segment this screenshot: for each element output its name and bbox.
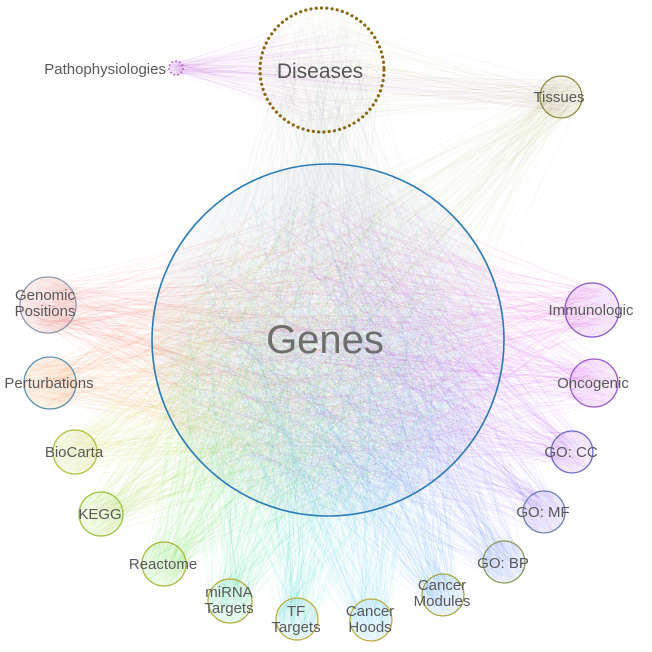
edges-tissues-genes (178, 78, 581, 492)
node-cancer_hoods[interactable] (349, 598, 393, 642)
node-diseases-fill (260, 8, 384, 132)
edges-genomic_positions-genes (21, 194, 481, 497)
edges-kegg-genes (81, 180, 481, 535)
edges-reactome-genes (142, 197, 485, 586)
node-mirna_targets[interactable] (207, 578, 253, 624)
node-go_mf-fill (523, 491, 565, 533)
node-pathophysiologies-fill (169, 61, 183, 75)
node-go_cc[interactable] (550, 430, 594, 474)
node-immunologic-label: Immunologic (548, 302, 634, 319)
edges-go_mf-genes (177, 193, 563, 532)
node-immunologic-fill (565, 283, 619, 337)
node-kegg-label: KEGG (78, 506, 121, 523)
node-diseases[interactable] (258, 6, 386, 134)
edges-go_bp-genes (171, 181, 525, 582)
node-oncogenic-label: Oncogenic (557, 375, 629, 392)
edges-tf_targets-genes (176, 185, 485, 639)
node-pathophysiologies[interactable] (168, 60, 184, 76)
node-go_mf[interactable] (522, 490, 566, 534)
node-go_mf-label: GO: MF (516, 504, 569, 521)
node-go_bp[interactable] (482, 540, 526, 584)
node-go_bp-fill (483, 541, 525, 583)
node-kegg-fill (79, 492, 123, 536)
node-genomic_positions-fill (20, 277, 76, 333)
node-oncogenic[interactable] (569, 358, 619, 408)
node-genes-fill (152, 164, 504, 516)
node-cancer_modules-fill (422, 574, 464, 616)
edges-biocarta-genes (54, 196, 485, 484)
node-tissues[interactable] (539, 75, 583, 119)
node-reactome-fill (142, 542, 186, 586)
node-diseases-label: Diseases (277, 60, 363, 83)
node-tissues-label: Tissues (533, 89, 584, 106)
node-genes-label: Genes (266, 318, 384, 362)
node-mirna_targets-fill (208, 579, 252, 623)
edges-pathophysiologies-diseases (169, 24, 375, 125)
node-biocarta[interactable] (52, 429, 98, 475)
node-perturbations-fill (24, 357, 76, 409)
node-go_cc-label: GO: CC (544, 444, 598, 461)
edges-perturbations-genes (25, 195, 484, 495)
node-outlines (19, 6, 620, 642)
node-pathophysiologies-label: Pathophysiologies (44, 61, 166, 78)
node-tf_targets-fill (276, 598, 318, 640)
node-kegg[interactable] (78, 491, 124, 537)
node-cancer_hoods-fill (350, 599, 392, 641)
node-reactome-label: Reactome (129, 556, 197, 573)
node-labels: Genes Diseases PathophysiologiesTissuesGen… (4, 60, 634, 636)
node-immunologic[interactable] (564, 282, 620, 338)
edges-tissues-diseases (278, 16, 580, 121)
node-genomic_positions[interactable] (19, 276, 77, 334)
node-go_cc-fill (551, 431, 593, 473)
node-reactome[interactable] (141, 541, 187, 587)
node-tf_targets[interactable] (275, 597, 319, 641)
node-go_bp-label: GO: BP (477, 555, 529, 572)
node-perturbations[interactable] (23, 356, 77, 410)
node-biocarta-fill (53, 430, 97, 474)
node-tissues-fill (540, 76, 582, 118)
edges-immunologic-genes (166, 181, 617, 491)
node-cancer_modules[interactable] (421, 573, 465, 617)
edges-pathophysiologies-tissues (169, 61, 576, 111)
node-fills (20, 8, 619, 641)
node-biocarta-label: BioCarta (45, 444, 104, 461)
node-genes[interactable] (151, 163, 505, 517)
node-perturbations-label: Perturbations (4, 375, 93, 392)
edges-oncogenic-genes (166, 180, 616, 496)
edges-go_cc-genes (172, 183, 592, 495)
node-oncogenic-fill (570, 359, 618, 407)
edges-cancer_hoods-genes (167, 187, 470, 640)
